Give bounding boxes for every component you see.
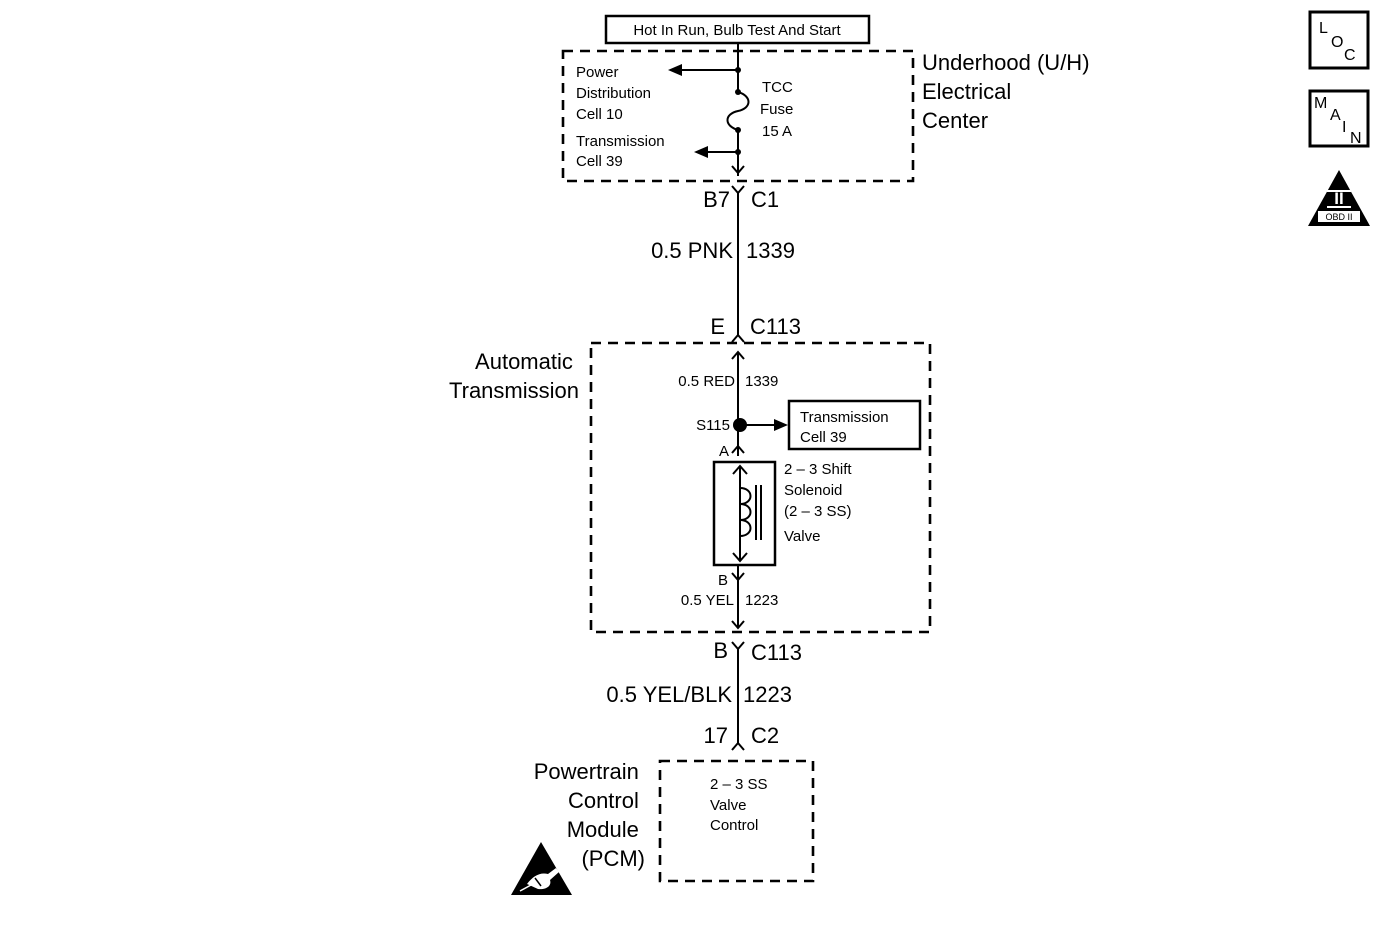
fuse-icon (726, 91, 750, 131)
solenoid-box (712, 460, 777, 567)
c113-top-label: C113 (750, 314, 801, 339)
svg-text:OBD II: OBD II (1325, 212, 1352, 222)
wire-bottom-circuit: 1223 (745, 592, 778, 609)
solenoid-label: 2 – 3 Shift Solenoid (2 – 3 SS) Valve (784, 461, 856, 545)
svg-text:O: O (1331, 34, 1343, 51)
splice-label: S115 (696, 417, 730, 434)
pcm-box (658, 759, 815, 883)
c2-pin-label: 17 (704, 723, 728, 748)
connector-chevron-icon (731, 620, 745, 630)
transmission-ref-top[interactable]: Transmission Cell 39 (576, 133, 669, 170)
pcm-title: Powertrain Control Module (PCM) (534, 759, 645, 871)
automatic-transmission-box (589, 341, 932, 634)
loc-icon[interactable]: L O C (1308, 10, 1370, 70)
underhood-title: Underhood (U/H) Electrical Center (922, 50, 1096, 133)
main-icon[interactable]: M A I N (1308, 89, 1370, 148)
svg-text:II: II (1334, 189, 1343, 208)
connector-chevron-icon (731, 333, 745, 343)
svg-text:C: C (1344, 47, 1356, 64)
solenoid-coil-icon (739, 487, 752, 537)
svg-text:L: L (1319, 20, 1328, 37)
obd-ii-icon[interactable]: II OBD II (1308, 170, 1370, 226)
c113-bottom-label: C113 (751, 640, 802, 665)
c1-connector-label: C1 (751, 187, 779, 212)
svg-text:N: N (1350, 130, 1362, 147)
solenoid-pin-a: A (719, 443, 729, 460)
arrow-up-icon (732, 464, 748, 475)
svg-text:I: I (1342, 119, 1346, 136)
connector-chevron-icon (731, 444, 745, 454)
connector-chevron-icon (731, 741, 745, 751)
c113-top-pin: E (710, 314, 725, 339)
svg-text:M: M (1314, 95, 1327, 112)
transmission-ref-text: Transmission Cell 39 (800, 409, 893, 446)
wire1-gauge-color: 0.5 PNK (651, 238, 733, 263)
c113-bottom-pin: B (713, 638, 728, 663)
wire-top-circuit: 1339 (745, 373, 778, 390)
connector-chevron-icon (731, 165, 745, 175)
wire2-gauge-color: 0.5 YEL/BLK (606, 682, 732, 707)
wire-bottom-gauge-color: 0.5 YEL (681, 592, 734, 609)
svg-text:A: A (1330, 107, 1341, 124)
solenoid-pin-b: B (718, 572, 728, 589)
connector-chevron-icon (731, 185, 745, 195)
power-source-label: Hot In Run, Bulb Test And Start (633, 22, 841, 39)
c1-pin-label: B7 (703, 187, 730, 212)
arrow-right-icon (774, 419, 788, 431)
wire-top-gauge-color: 0.5 RED (678, 373, 735, 390)
esd-warning-icon (511, 842, 572, 895)
arrow-left-icon (694, 146, 708, 158)
wire2-circuit: 1223 (743, 682, 792, 707)
connector-chevron-icon (731, 641, 745, 651)
wire1-circuit: 1339 (746, 238, 795, 263)
transmission-ref-box[interactable] (787, 399, 922, 451)
power-distribution-ref[interactable]: Power Distribution Cell 10 (576, 64, 655, 123)
arrow-down-icon (732, 552, 748, 563)
arrow-left-icon (668, 64, 682, 76)
transmission-title: Automatic Transmission (449, 349, 579, 403)
pcm-function-label: 2 – 3 SS Valve Control (710, 776, 772, 834)
c2-connector-label: C2 (751, 723, 779, 748)
tcc-fuse-label: TCC Fuse 15 A (760, 79, 798, 140)
